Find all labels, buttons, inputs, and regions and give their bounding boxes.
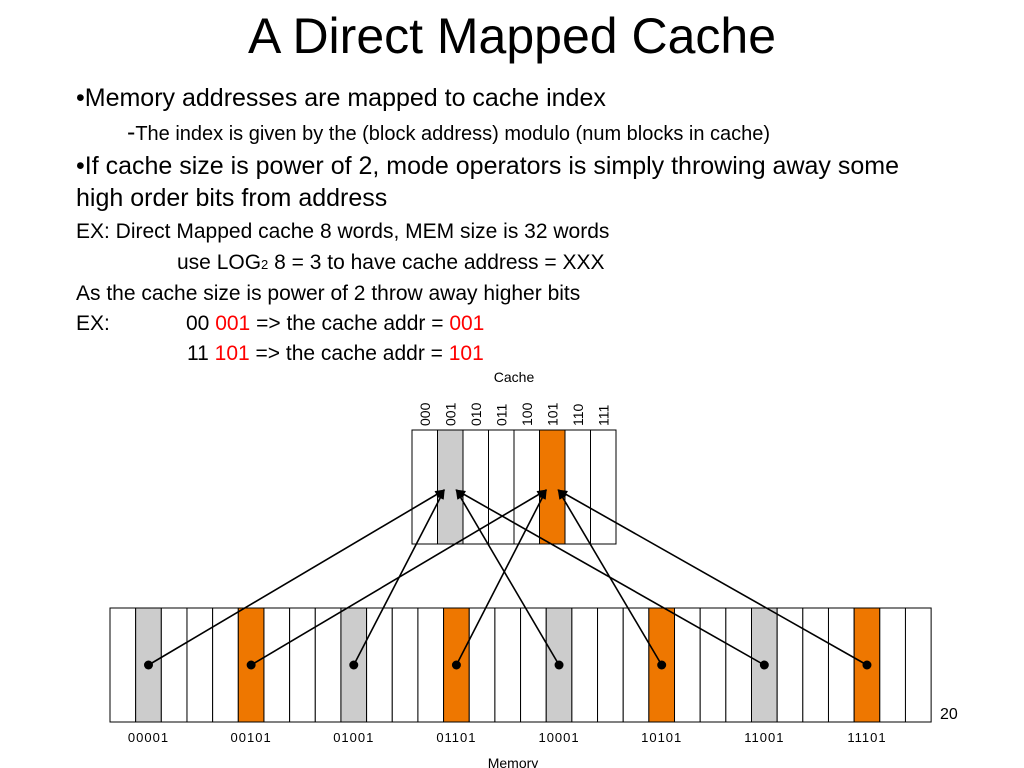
memory-block (366, 607, 393, 723)
memory-block (468, 607, 496, 723)
example-cache-size: EX: Direct Mapped cache 8 words, MEM siz… (76, 220, 610, 243)
memory-block (776, 607, 804, 723)
cache-label: Cache (494, 369, 535, 385)
memory-address-label: 01001 (333, 730, 374, 745)
bullet-power-of-two-line2: high order bits from address (76, 184, 388, 212)
mapping-arrow (455, 489, 547, 666)
memory-label: Memory (488, 755, 539, 768)
memory-block (904, 607, 932, 723)
sub-bullet-dash: - (127, 118, 136, 146)
memory-block (879, 607, 906, 723)
memory-block (571, 607, 599, 723)
cache-block-101 (539, 429, 566, 545)
memory-block (289, 607, 316, 723)
power-line: As the cache size is power of 2 throw aw… (76, 282, 581, 305)
cache-index-label: 000 (417, 402, 433, 426)
cache-blocks: 000 001 010 011 100 101 110 111 (411, 402, 617, 545)
memory-block (725, 607, 753, 723)
ex-a-result: 001 (449, 312, 485, 335)
memory-address-label: 11101 (847, 730, 886, 745)
arrow-origin-dot (349, 660, 359, 670)
memory-address-label: 10001 (538, 730, 579, 745)
mapping-arrow (455, 489, 765, 666)
memory-block (827, 607, 855, 723)
example-addr-2: 11 101 => the cache addr = 101 (187, 341, 484, 367)
log-subscript: 2 (261, 257, 269, 272)
arrow-origin-dot (143, 660, 153, 670)
sub-bullet-text: The index is given by the (block address… (135, 123, 771, 145)
mapping-arrow (557, 489, 868, 666)
cache-block-001 (437, 429, 464, 545)
memory-block (109, 607, 137, 723)
ex-a-mid: => the cache addr = (250, 312, 450, 335)
ex-b-mid: => the cache addr = (249, 342, 449, 365)
ex-a-high: 00 (186, 312, 216, 335)
cache-block-010 (462, 429, 489, 545)
mapping-arrows (143, 489, 872, 670)
ex-a-low: 001 (215, 312, 251, 335)
cache-index-label: 101 (544, 402, 560, 426)
ex-b-low: 101 (214, 342, 250, 365)
cache-block-111 (590, 429, 617, 545)
cache-block-000 (411, 429, 438, 545)
memory-block (597, 607, 624, 723)
memory-address-label: 10101 (641, 730, 682, 745)
memory-address-label: 01101 (436, 730, 476, 745)
memory-block (417, 607, 445, 723)
arrow-origin-dot (451, 660, 461, 670)
page-number: 20 (940, 706, 958, 723)
memory-address-label: 00101 (231, 730, 272, 745)
mapping-arrow (148, 489, 446, 666)
cache-index-label: 110 (570, 403, 586, 426)
memory-block (699, 607, 727, 723)
memory-address-label: 11001 (744, 730, 784, 745)
cache-index-label: 100 (519, 402, 535, 426)
memory-block (263, 607, 291, 723)
mapping-arrow (455, 489, 560, 666)
cache-index-label: 001 (442, 402, 458, 426)
cache-index-label: 011 (493, 403, 509, 426)
arrow-origin-dot (862, 660, 872, 670)
use-log-rest: 8 = 3 to have cache address = XXX (268, 251, 605, 274)
slide-title: A Direct Mapped Cache (247, 8, 777, 64)
memory-block (186, 607, 214, 723)
example-addr-1: EX: 00 001 => the cache addr = 001 (76, 311, 484, 337)
use-log-text: use LOG (177, 251, 262, 274)
arrow-origin-dot (554, 660, 564, 670)
ex-b-result: 101 (448, 342, 484, 365)
arrow-origin-dot (759, 660, 769, 670)
cache-index-label: 010 (468, 402, 484, 426)
memory-block (520, 607, 547, 723)
arrow-origin-dot (246, 660, 256, 670)
memory-block (802, 607, 829, 723)
mapping-arrow (353, 489, 445, 666)
memory-block (160, 607, 188, 723)
cache-block-110 (564, 429, 591, 545)
memory-block (391, 607, 419, 723)
ex-b-high: 11 (187, 342, 215, 365)
ex-label: EX: (76, 312, 110, 335)
use-log-line: use LOG2 8 = 3 to have cache address = X… (177, 250, 605, 278)
bullet-memory-mapped: •Memory addresses are mapped to cache in… (76, 84, 606, 112)
cache-block-011 (488, 429, 515, 545)
bullet-power-of-two-line1: •If cache size is power of 2, mode opera… (76, 152, 899, 180)
memory-blocks: 00001 00101 01001 01101 10001 10101 11001 11101 (109, 607, 932, 745)
memory-block (674, 607, 701, 723)
cache-index-label: 111 (595, 405, 611, 426)
arrow-origin-dot (657, 660, 667, 670)
memory-block (494, 607, 522, 723)
memory-block (622, 607, 650, 723)
memory-address-label: 00001 (128, 730, 169, 745)
sub-bullet-index: -The index is given by the (block addres… (127, 119, 770, 147)
